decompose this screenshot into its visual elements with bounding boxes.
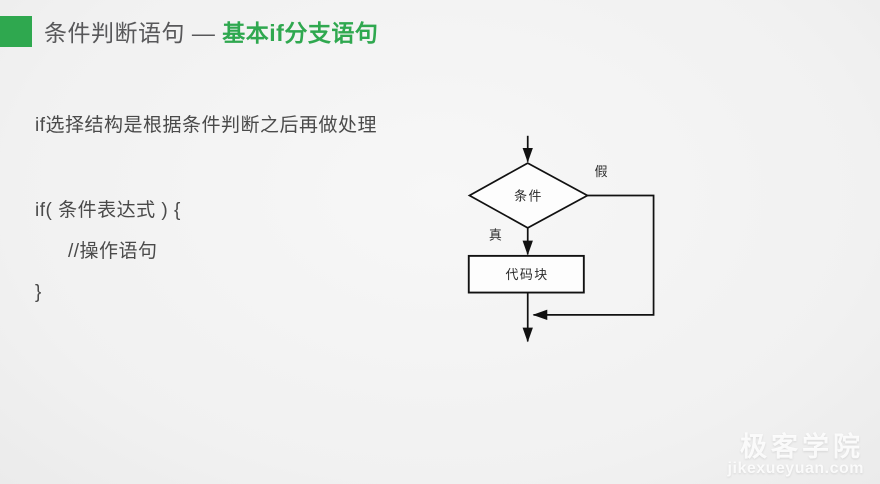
- code-line-2: //操作语句: [68, 241, 158, 262]
- header: 条件判断语句 — 基本if分支语句: [0, 15, 378, 47]
- watermark-domain-text: jikexueyuan.com: [727, 460, 864, 478]
- code-block-node: [467, 254, 585, 294]
- code-line-3: }: [35, 282, 42, 303]
- condition-node-label: 条件: [514, 189, 543, 204]
- page-title-prefix: 条件判断语句 —: [44, 20, 223, 46]
- watermark: 极客学院 jikexueyuan.com: [728, 433, 864, 478]
- code-line-1: if( 条件表达式 ) {: [35, 200, 181, 221]
- page-title-highlight: 基本if分支语句: [222, 20, 379, 46]
- flow-false-branch-arrow: [532, 194, 655, 321]
- if-flowchart-diagram: 条件 假 真 代码块: [467, 135, 655, 343]
- page-title: 条件判断语句 — 基本if分支语句: [44, 14, 378, 48]
- accent-square-icon: [0, 15, 32, 47]
- false-branch-label: 假: [595, 164, 608, 179]
- intro-text: if选择结构是根据条件判断之后再做处理: [35, 115, 378, 136]
- code-block-node-label: 代码块: [505, 267, 548, 282]
- watermark-logo-text: 极客学院: [740, 431, 864, 462]
- true-branch-label: 真: [489, 227, 502, 242]
- code-snippet: if( 条件表达式 ) { //操作语句 }: [35, 190, 181, 313]
